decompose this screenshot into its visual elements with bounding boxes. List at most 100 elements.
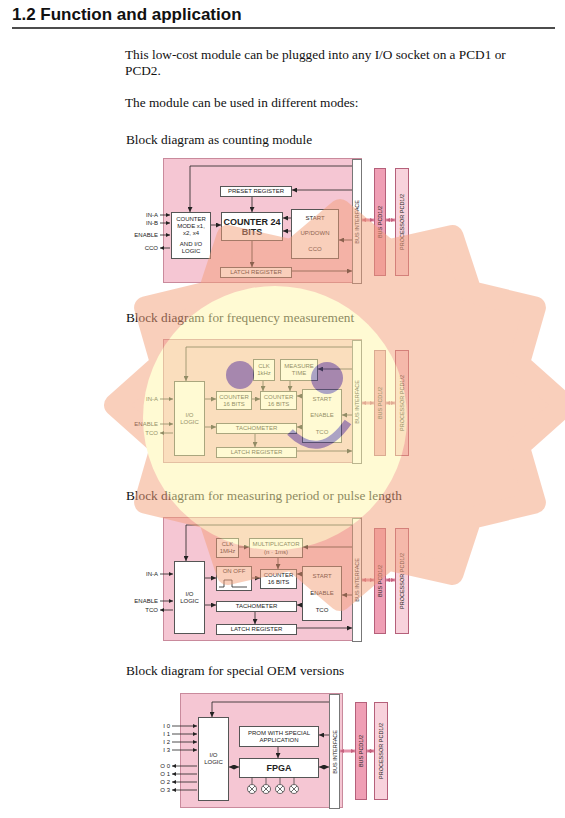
block-label: ENABLE [310,590,334,597]
block-label: COUNTER MODE x1, x2, x4 [173,216,209,237]
function-block: CLK 1kHz [253,359,275,381]
block-label: LATCH REGISTER [231,626,283,633]
function-block: COUNTER 16 BITS [260,391,297,410]
diagram-panel: Block diagram for measuring period or pu… [163,517,362,641]
processor-block: PROCESSOR PCD1/2 [374,702,388,800]
function-block: COUNTER 16 BITS [260,569,297,589]
signal-name: I 2 [150,738,170,746]
block-label: BUS INTERFACE [332,730,338,774]
system-bus: BUS PCD1/2 [374,528,386,634]
title-rule [12,27,555,29]
diagram-panel: Block diagram for special OEM versionsI/… [180,693,343,808]
block-label: CCO [308,246,321,253]
block-label: COUNTER 24 BITS [223,217,281,237]
block-label: START [312,396,331,403]
signal-name: TCO [118,429,158,437]
system-bus: BUS PCD1/2 [374,168,386,276]
signal-name: IN-A [118,570,158,578]
signal-name: O 0 [150,762,170,770]
block-label: MEASURE TIME [282,363,316,377]
block-label: I/O LOGIC [176,412,203,426]
function-block: I/O LOGIC [174,381,205,456]
function-block: COUNTER MODE x1, x2, x4AND I/O LOGIC [171,212,211,259]
body-text: The module can be used in different mode… [125,95,525,111]
function-block: COUNTER 16 BITS [216,391,252,410]
bus-arrow [367,750,374,753]
function-block: STARTENABLETCO [302,389,342,443]
block-label: PROCESSOR PCD1/2 [399,375,405,431]
signal-name: ENABLE [118,231,158,239]
bus-interface: BUS INTERFACE [329,694,340,809]
signal-name: O 1 [150,770,170,778]
yellow-disc [143,286,407,550]
block-label: START [312,573,331,580]
block-label: (n · 1ms) [264,549,288,556]
block-label: I/O LOGIC [200,752,227,766]
body-text: This low-cost module can be plugged into… [125,47,525,79]
signal-name: IN-B [118,219,158,227]
block-label: PROCESSOR PCD1/2 [399,553,405,609]
bus-arrow [386,579,395,582]
signal-name: CCO [118,244,158,252]
signal-name: IN-A [118,211,158,219]
processor-block: PROCESSOR PCD1/2 [395,528,409,634]
signal-name: ENABLE [118,597,158,605]
block-label: MULTIPLICATOR [252,541,299,548]
system-bus: BUS PCD1/2 [355,702,367,800]
signal-name: TCO [118,606,158,614]
block-label: TACHOMETER [236,603,278,610]
block-label: COUNTER 16 BITS [262,572,295,586]
function-block: CLK 1MHz [216,538,239,558]
block-label: TCO [316,429,329,436]
panel-heading: Block diagram for frequency measurement [126,310,546,326]
signal-name: ENABLE [118,420,158,428]
function-block: STARTENABLETCO [302,566,342,621]
bus-arrow [362,402,374,405]
block-label: TACHOMETER [236,425,278,432]
system-bus: BUS PCD1/2 [374,350,386,456]
block-label: CLK 1kHz [255,363,273,377]
block-label: BUS INTERFACE [354,558,360,602]
panel-heading: Block diagram for special OEM versions [126,663,546,679]
block-label: CLK 1MHz [218,541,237,555]
block-label: START [305,215,324,222]
block-label: BUS PCD1/2 [358,735,364,767]
function-block: MEASURE TIME [280,359,318,381]
bus-arrow [386,402,395,405]
diagram-panel: Block diagram for frequency measurementC… [163,339,362,463]
function-block: I/O LOGIC [174,561,205,634]
block-label: LATCH REGISTER [230,269,282,276]
block-label: COUNTER 16 BITS [262,394,295,408]
block-label: BUS PCD1/2 [377,206,383,238]
block-label: LATCH REGISTER [231,449,283,456]
block-label: BUS INTERFACE [354,200,360,244]
function-block: STARTUP/DOWNCCO [291,209,339,259]
signal-name: I 1 [150,730,170,738]
block-label: FPGA [266,763,291,773]
function-block: PRESET REGISTER [220,186,292,197]
function-block: ON OFF [216,566,252,591]
bus-arrow [362,579,374,582]
function-block: I/O LOGIC [198,717,229,801]
signal-name: I 3 [150,746,170,754]
function-block: PROM WITH SPECIAL APPLICATION [239,726,319,747]
block-label: BUS PCD1/2 [377,565,383,597]
bus-interface: BUS INTERFACE [352,159,362,284]
block-label: BUS INTERFACE [354,380,360,424]
bus-arrow [386,219,395,222]
signal-name: I 0 [150,722,170,730]
signal-name: O 3 [150,786,170,794]
bus-arrow [362,219,374,222]
main-block: FPGA [239,758,319,778]
signal-name: O 2 [150,778,170,786]
block-label: PROCESSOR PCD1/2 [378,723,384,779]
block-label: ON OFF [223,568,246,575]
function-block: LATCH REGISTER [216,624,297,635]
panel-heading: Block diagram for measuring period or pu… [126,488,546,504]
block-label: PROM WITH SPECIAL APPLICATION [241,730,317,744]
block-label: I/O LOGIC [176,591,203,605]
main-block: COUNTER 24 BITS [221,212,283,241]
block-label: BUS PCD1/2 [377,387,383,419]
diagram-panel: Block diagram as counting modulePRESET R… [163,158,362,283]
